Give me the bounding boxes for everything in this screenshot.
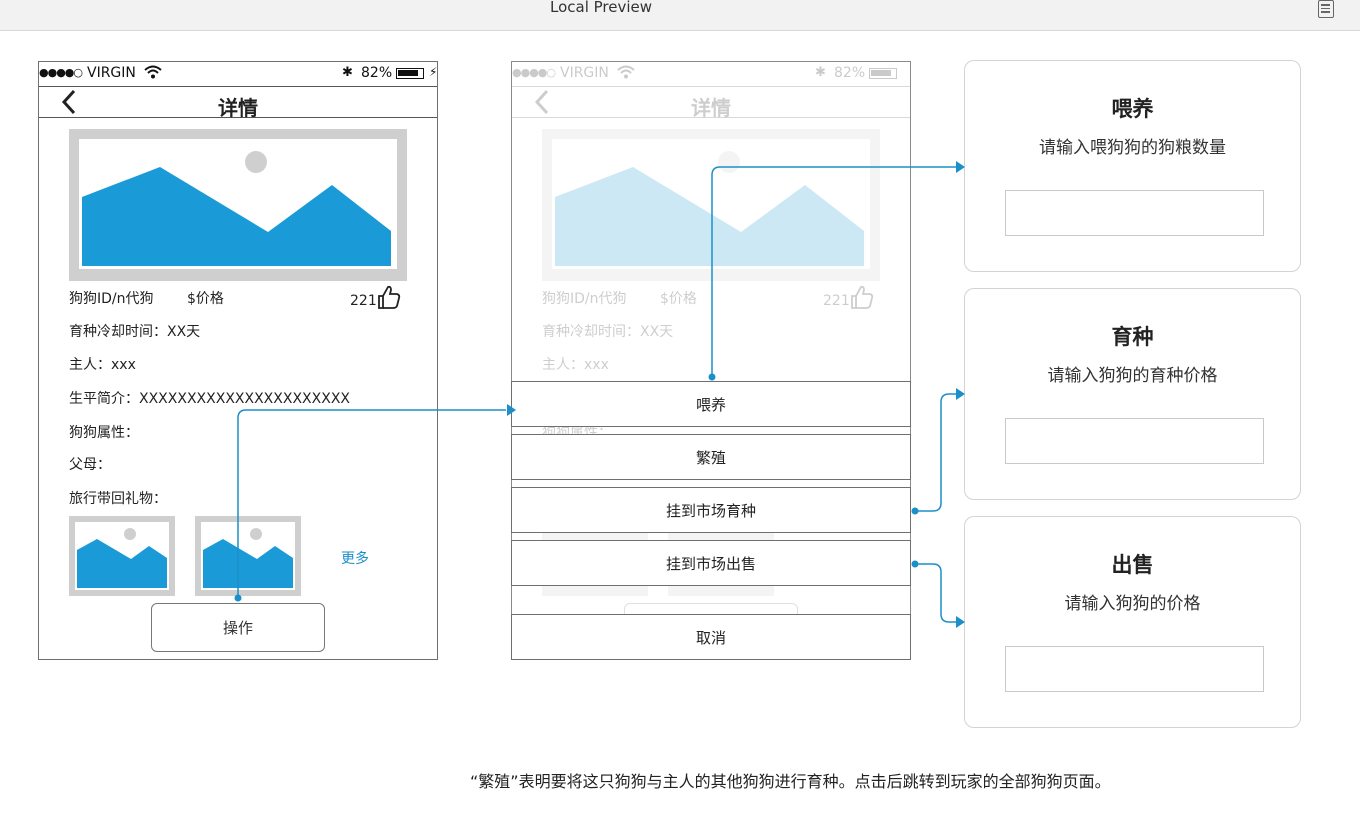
signal-dots: ●●●●○ (512, 66, 556, 79)
signal-dots: ●●●●○ (39, 66, 83, 79)
panel-title: 喂养 (1111, 97, 1154, 121)
arrow-head (956, 616, 965, 628)
wifi-icon (617, 65, 635, 79)
feed-quantity-input[interactable] (1005, 190, 1264, 236)
status-bar: ●●●●○ VIRGIN ✱ 82% ⚡ (39, 62, 437, 87)
breed-price-input[interactable] (1005, 418, 1264, 464)
nav-bar: 详情 (512, 86, 910, 120)
thumbs-up-icon[interactable] (377, 284, 401, 310)
sell-panel: 出售 请输入狗狗的价格 (964, 516, 1301, 728)
wifi-icon (144, 65, 162, 79)
dog-image (69, 129, 407, 281)
bluetooth-icon: ✱ (815, 65, 826, 80)
detail-screen: ●●●●○ VIRGIN ✱ 82% ⚡ 详情 狗狗ID/n代狗 $价格 221… (38, 61, 438, 660)
battery-icon (396, 68, 424, 79)
cooldown-label: 育种冷却时间：XX天 (542, 324, 674, 340)
arrow-head (956, 388, 965, 400)
dog-image (542, 129, 880, 281)
page-title: 详情 (691, 96, 731, 120)
connector-feed-to-panel (711, 166, 958, 377)
operate-button[interactable]: 操作 (151, 603, 325, 652)
dog-id-label: 狗狗ID/n代狗 (69, 291, 154, 307)
feed-panel: 喂养 请输入喂狗狗的狗粮数量 (964, 60, 1301, 272)
arrow-head (507, 404, 516, 416)
gifts-label: 旅行带回礼物： (69, 491, 167, 507)
image-placeholder-icon (82, 151, 391, 266)
more-link[interactable]: 更多 (341, 551, 369, 567)
preview-title: Local Preview (550, 0, 653, 16)
parents-label: 父母： (69, 457, 111, 473)
market-breed-button[interactable]: 挂到市场育种 (511, 487, 911, 533)
gift-image-1[interactable] (69, 516, 175, 596)
panel-title: 育种 (1111, 325, 1154, 349)
battery-percent: 82% (361, 65, 393, 81)
panel-description: 请输入狗狗的价格 (1064, 594, 1201, 614)
preview-titlebar: Local Preview (0, 0, 1360, 31)
bio-label: 生平简介：XXXXXXXXXXXXXXXXXXXXXX (69, 391, 350, 407)
chevron-left-icon (534, 89, 549, 115)
breed-panel: 育种 请输入狗狗的育种价格 (964, 288, 1301, 500)
cooldown-label: 育种冷却时间：XX天 (69, 324, 201, 340)
carrier-label: VIRGIN (560, 65, 609, 81)
connector-breed-to-panel (915, 393, 958, 512)
feed-button[interactable]: 喂养 (511, 381, 911, 427)
panel-description: 请输入喂狗狗的狗粮数量 (1039, 138, 1226, 158)
panel-title: 出售 (1111, 553, 1154, 577)
owner-label: 主人：xxx (69, 357, 136, 373)
price-label: $价格 (187, 291, 224, 307)
panel-description: 请输入狗狗的育种价格 (1047, 366, 1218, 386)
attributes-label: 狗狗属性： (69, 425, 139, 441)
nav-bar: 详情 (39, 86, 437, 120)
list-icon[interactable] (1318, 0, 1334, 18)
sell-price-input[interactable] (1005, 646, 1264, 692)
connector-sell-to-panel (915, 563, 958, 623)
battery-percent: 82% (834, 65, 866, 81)
like-count: 221 (350, 293, 377, 309)
image-placeholder-icon (203, 528, 293, 588)
connector-dot (234, 594, 242, 602)
gift-image-2[interactable] (195, 516, 301, 596)
status-bar: ●●●●○ VIRGIN ✱ 82% (512, 62, 910, 87)
chevron-left-icon[interactable] (61, 89, 77, 115)
carrier-label: VIRGIN (87, 65, 136, 81)
breed-button[interactable]: 繁殖 (511, 434, 911, 480)
thumbs-up-icon (851, 285, 874, 309)
image-placeholder-icon (77, 528, 167, 588)
like-count: 221 (823, 293, 850, 309)
page-title: 详情 (218, 96, 258, 120)
arrow-head (956, 161, 965, 173)
dog-id-label: 狗狗ID/n代狗 (542, 291, 627, 307)
battery-icon (869, 68, 897, 79)
charging-icon: ⚡ (429, 65, 438, 79)
cancel-button[interactable]: 取消 (511, 614, 911, 660)
connector-operate-to-sheet (237, 409, 506, 598)
connector-dot (708, 373, 716, 381)
connector-dot (911, 507, 919, 515)
breed-note: “繁殖”表明要将这只狗狗与主人的其他狗狗进行育种。点击后跳转到玩家的全部狗狗页面… (470, 772, 1111, 791)
market-sell-button[interactable]: 挂到市场出售 (511, 540, 911, 586)
connector-dot (911, 560, 919, 568)
price-label: $价格 (660, 291, 697, 307)
bluetooth-icon: ✱ (342, 65, 353, 80)
owner-label: 主人：xxx (542, 357, 609, 373)
